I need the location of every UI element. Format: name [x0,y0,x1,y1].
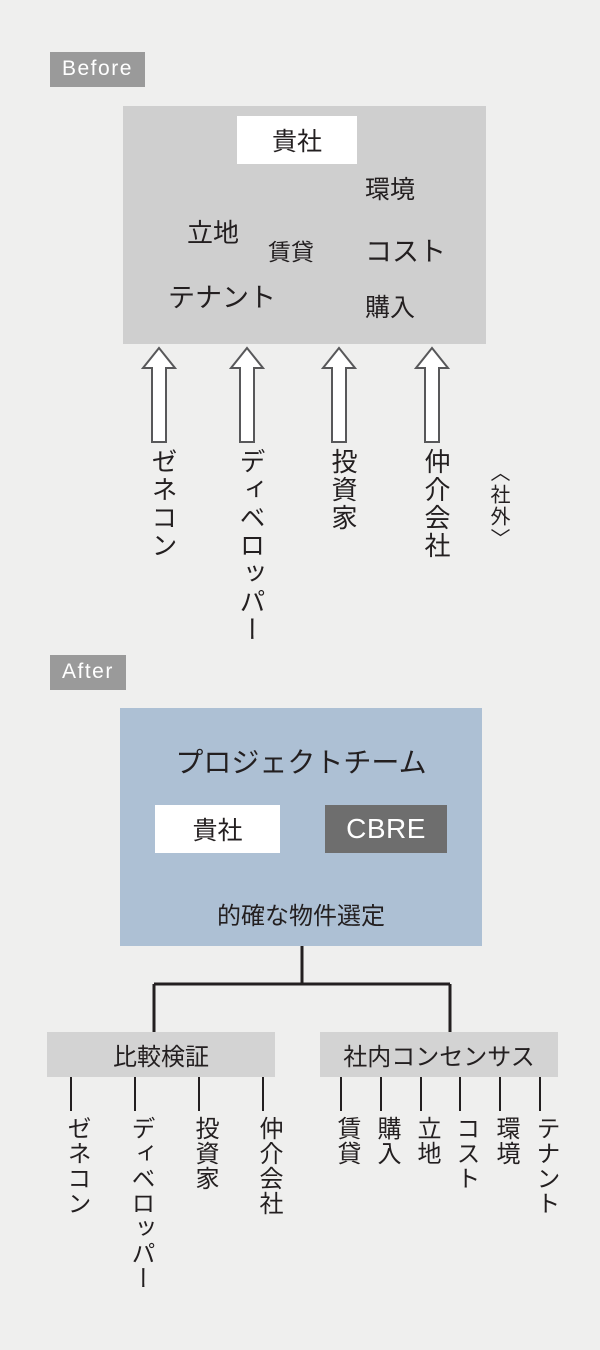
branch-stem-right-3 [420,1077,422,1111]
branch-stem-right-1 [340,1077,342,1111]
branch-item-left-chukai: 仲介会社 [255,1116,282,1216]
branch-stem-left-2 [134,1077,136,1111]
before-company-box: 貴社 [237,116,357,164]
up-arrow-icon [229,346,265,444]
before-actor-chukai: 仲介会社 [421,448,451,560]
branch-stem-right-6 [539,1077,541,1111]
before-actor-zenecon: ゼネコン [148,448,178,560]
after-team-title: プロジェクトチーム [175,747,427,778]
after-subtitle: 的確な物件選定 [217,903,385,930]
before-keyword-cost: コスト [365,237,446,267]
before-external-note: 〈社外〉 [487,462,509,550]
branch-box-hikaku-kensho: 比較検証 [47,1032,275,1077]
before-keyword-tenant: テナント [168,283,276,313]
before-actor-developer: ディベロッパー [236,448,266,644]
branch-item-right-ritchi: 立地 [413,1116,440,1166]
after-partner-box-cbre: CBRE [325,805,447,853]
branch-item-right-kankyo: 環境 [492,1116,519,1166]
before-keyword-chintai: 賃貸 [268,239,314,265]
up-arrow-icon [321,346,357,444]
tree-connector [150,946,454,1032]
branch-item-left-toshika: 投資家 [191,1116,218,1191]
after-company-box: 貴社 [155,805,280,853]
branch-stem-left-3 [198,1077,200,1111]
branch-stem-left-1 [70,1077,72,1111]
branch-box-shanai-consensus: 社内コンセンサス [320,1032,558,1077]
before-actor-toshika: 投資家 [328,448,358,532]
before-keyword-ritchi: 立地 [187,218,240,248]
section-tag-before: Before [50,52,145,87]
after-panel: プロジェクトチーム 貴社 CBRE 的確な物件選定 [120,708,482,946]
up-arrow-icon [414,346,450,444]
branch-stem-right-4 [459,1077,461,1111]
branch-item-right-cost: コスト [452,1116,479,1191]
branch-stem-right-5 [499,1077,501,1111]
branch-item-left-zenecon: ゼネコン [63,1116,90,1216]
up-arrow-icon [141,346,177,444]
branch-item-right-chintai: 賃貸 [333,1116,360,1166]
before-keyword-kankyo: 環境 [365,176,416,204]
before-keyword-konyu: 購入 [365,294,416,322]
before-panel: 貴社 立地 賃貸 テナント 環境 コスト 購入 [123,106,486,344]
branch-item-right-tenant: テナント [532,1116,559,1216]
branch-item-right-konyu: 購入 [373,1116,400,1166]
branch-item-left-developer: ディベロッパー [127,1116,154,1291]
section-tag-after: After [50,655,126,690]
branch-stem-right-2 [380,1077,382,1111]
branch-stem-left-4 [262,1077,264,1111]
